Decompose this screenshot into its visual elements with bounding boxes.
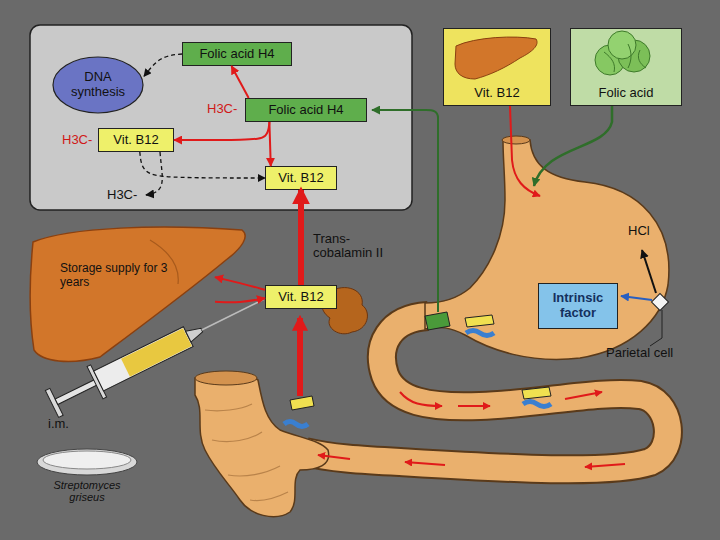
cell-panel bbox=[30, 25, 412, 210]
methyl-group: H3C- bbox=[62, 133, 100, 147]
syringe-hub bbox=[186, 325, 205, 342]
syringe-plunger-head bbox=[45, 388, 63, 417]
intrinsic-factor-box: Intrinsic factor bbox=[538, 283, 618, 329]
syringe-flange bbox=[87, 365, 107, 399]
intestine-outline bbox=[305, 316, 668, 469]
intrinsic-factor-marker bbox=[466, 331, 494, 336]
source-box: Vit. B12 bbox=[443, 28, 551, 106]
flow-arrow bbox=[565, 392, 602, 399]
petri-dish bbox=[37, 449, 137, 475]
connector-arrow bbox=[215, 298, 265, 302]
cell-label: Parietal cell bbox=[606, 346, 702, 360]
folate-absorption-line bbox=[372, 110, 438, 312]
methyl-group: H3C- bbox=[107, 188, 145, 202]
flow-arrow bbox=[405, 462, 445, 465]
node-text: Folic acid H4 bbox=[199, 47, 274, 62]
liver-shape bbox=[30, 227, 245, 361]
connector-arrow bbox=[269, 122, 270, 166]
intrinsic-factor-marker bbox=[284, 422, 308, 427]
vitamin-box: Vit. B12 bbox=[98, 128, 174, 152]
node-text: Vit. B12 bbox=[113, 133, 158, 148]
source-box: Folic acid bbox=[570, 28, 682, 106]
node-text: Folic acid H4 bbox=[268, 103, 343, 118]
connector-arrow bbox=[140, 152, 265, 178]
folate-box: Folic acid H4 bbox=[182, 42, 292, 66]
folate-marker bbox=[425, 312, 450, 330]
node-text: Intrinsic factor bbox=[539, 291, 617, 321]
leader-line bbox=[650, 310, 662, 346]
flow-arrow bbox=[318, 455, 350, 459]
b12-intake-arrow bbox=[510, 106, 540, 196]
syringe-liquid bbox=[121, 328, 192, 377]
node-text: DNA synthesis bbox=[63, 70, 133, 100]
node-text: Vit. B12 bbox=[278, 171, 323, 186]
node-text: Storage supply for 3 years bbox=[60, 262, 180, 290]
connector-arrow bbox=[215, 277, 265, 290]
ellipse-shape bbox=[53, 57, 143, 113]
methyl-release-arrow bbox=[146, 152, 162, 195]
b12-marker bbox=[465, 315, 494, 327]
folate-intake-arrow bbox=[534, 106, 612, 186]
process-ellipse: DNA synthesis bbox=[52, 56, 144, 114]
flow-arrow bbox=[458, 405, 490, 407]
intrinsic-factor-marker bbox=[523, 402, 551, 407]
esophagus-opening bbox=[502, 136, 530, 144]
syringe-needle bbox=[202, 299, 264, 330]
vitamin-box: Vit. B12 bbox=[265, 285, 337, 309]
organism-label: Streptomyces griseus bbox=[45, 479, 129, 503]
acid-label: HCl bbox=[628, 224, 662, 238]
cabbage-leaf bbox=[595, 45, 625, 75]
node-text: Folic acid bbox=[599, 86, 654, 101]
small-intestine bbox=[305, 316, 668, 469]
colon-folds bbox=[205, 404, 288, 501]
connector-arrow bbox=[298, 190, 304, 285]
liver-outline bbox=[30, 222, 215, 367]
liver-organ: Storage supply for 3 years bbox=[30, 222, 215, 367]
hcl-arrow bbox=[642, 250, 656, 293]
parietal-cell bbox=[652, 294, 669, 311]
connector-arrow bbox=[174, 122, 269, 140]
cabbage-leaf bbox=[618, 40, 650, 72]
cabbage-veins bbox=[604, 44, 646, 72]
colon-opening bbox=[195, 371, 257, 385]
b12-marker bbox=[290, 396, 314, 410]
absorption-arrow bbox=[297, 318, 303, 396]
b12-marker bbox=[522, 387, 551, 399]
node-text: Vit. B12 bbox=[474, 86, 519, 101]
node-text: Vit. B12 bbox=[278, 290, 323, 305]
cabbage-leaf bbox=[608, 31, 636, 59]
folate-box: Folic acid H4 bbox=[245, 98, 367, 122]
methyl-group: H3C- bbox=[207, 102, 245, 116]
liver-icon bbox=[455, 37, 537, 79]
route-label: i.m. bbox=[48, 417, 88, 431]
colon bbox=[195, 374, 329, 517]
flow-arrow bbox=[585, 464, 625, 467]
vitamin-box: Vit. B12 bbox=[265, 166, 337, 190]
intrinsic-factor-arrow bbox=[621, 296, 652, 300]
syringe-plunger bbox=[55, 379, 99, 405]
petri-dish-culture bbox=[43, 451, 131, 469]
connector-arrow bbox=[232, 66, 249, 98]
carrier-label: Trans- cobalamin II bbox=[313, 232, 395, 261]
connector-arrow bbox=[144, 54, 182, 76]
stomach bbox=[425, 140, 669, 359]
flow-arrow bbox=[400, 392, 442, 406]
